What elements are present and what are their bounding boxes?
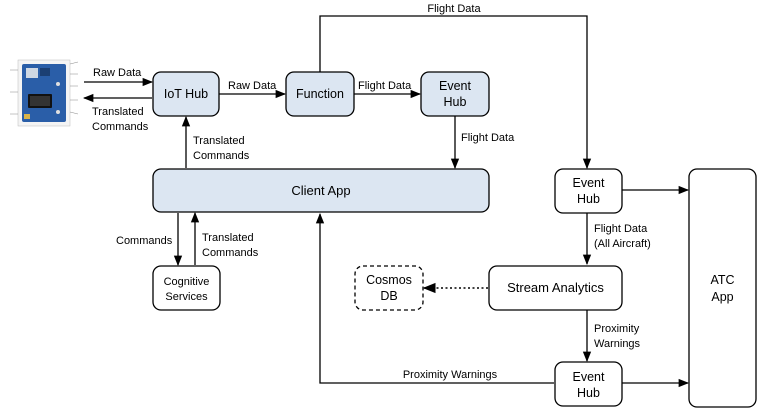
iot-hub-node: IoT Hub	[152, 71, 220, 117]
cognitive-services-line2: Services	[165, 291, 208, 303]
event-hub-bottom-line1: Event	[573, 370, 605, 384]
event-hub-right-node: Event Hub	[554, 168, 623, 214]
event-hub-top-line1: Event	[439, 79, 471, 93]
iot-hub-label: IoT Hub	[164, 87, 208, 101]
cosmos-db-line1: Cosmos	[366, 273, 412, 287]
client-app-node: Client App	[152, 168, 490, 213]
edge-function-to-eventhub-right	[319, 15, 592, 170]
event-hub-right-line2: Hub	[577, 192, 600, 206]
client-app-label: Client App	[291, 183, 350, 198]
event-hub-bottom-line2: Hub	[577, 386, 600, 400]
edge-label-flight-data-eventhub: Flight Data	[461, 132, 515, 144]
cognitive-services-node: Cognitive Services	[152, 265, 221, 311]
atc-app-line2: App	[711, 290, 733, 304]
stream-analytics-label: Stream Analytics	[507, 280, 604, 295]
edge-label-translated-left: Translated	[92, 106, 144, 118]
edge-label-flight-data-middle: Flight Data	[358, 80, 412, 92]
edge-label-raw-data-left: Raw Data	[93, 67, 142, 79]
cognitive-services-line1: Cognitive	[164, 276, 210, 288]
cosmos-db-line2: DB	[380, 289, 397, 303]
edge-label-warnings: Warnings	[594, 338, 641, 350]
stream-analytics-node: Stream Analytics	[488, 265, 623, 311]
edge-label-proximity: Proximity	[594, 323, 640, 335]
cosmos-db-node: Cosmos DB	[354, 265, 424, 311]
edge-label-flight-data-top: Flight Data	[427, 3, 481, 15]
edge-label-flight-data-right: Flight Data	[594, 223, 648, 235]
edge-label-commands-cognitive: Commands	[116, 235, 173, 247]
edge-label-commands-client: Commands	[193, 150, 250, 162]
edge-label-translated-client: Translated	[193, 135, 245, 147]
event-hub-bottom-node: Event Hub	[554, 361, 623, 407]
edge-label-commands-left: Commands	[92, 121, 149, 133]
edge-eventhub-bottom-to-client	[315, 212, 554, 384]
edge-label-translated-cognitive: Translated	[202, 232, 254, 244]
event-hub-right-line1: Event	[573, 176, 605, 190]
event-hub-top-line2: Hub	[444, 95, 467, 109]
edge-label-raw-data-middle: Raw Data	[228, 80, 277, 92]
atc-app-node: ATC App	[688, 168, 757, 408]
atc-app-line1: ATC	[710, 273, 734, 287]
event-hub-top-node: Event Hub	[420, 71, 490, 117]
function-node: Function	[285, 71, 355, 117]
iot-device-board-icon	[10, 59, 79, 127]
edge-label-commands-cognitive-2: Commands	[202, 247, 259, 259]
edge-label-all-aircraft: (All Aircraft)	[594, 238, 651, 250]
function-label: Function	[296, 87, 344, 101]
edge-label-proximity-warnings: Proximity Warnings	[403, 369, 498, 381]
